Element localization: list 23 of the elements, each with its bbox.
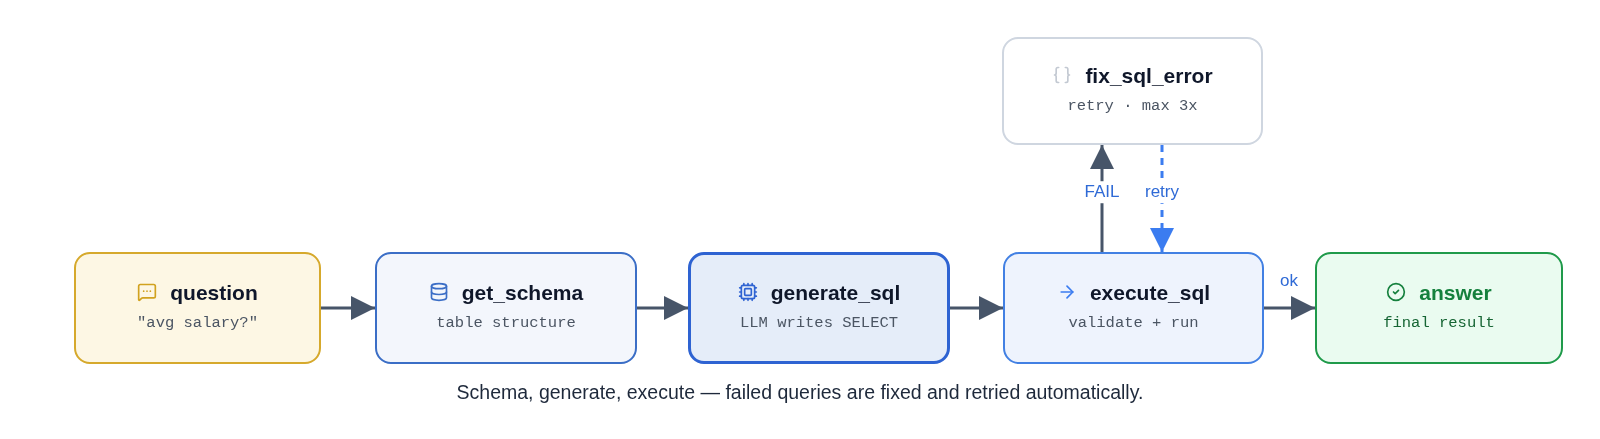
caption: Schema, generate, execute — failed queries are fixed and retried automatically. bbox=[456, 381, 1144, 403]
process-box bbox=[1315, 252, 1563, 364]
arrow bbox=[950, 296, 1003, 320]
node-subtitle: table structure bbox=[436, 313, 576, 333]
arrow bbox=[637, 296, 688, 320]
arrow bbox=[1264, 296, 1315, 320]
process-box bbox=[688, 252, 950, 364]
node-title: fix_sql_error bbox=[1085, 62, 1213, 88]
node-subtitle: final result bbox=[1383, 313, 1495, 333]
node-subtitle: validate + run bbox=[1068, 313, 1199, 333]
node-subtitle: "avg salary?" bbox=[137, 313, 258, 333]
node-title: execute_sql bbox=[1089, 279, 1211, 305]
node-subtitle: LLM writes SELECT bbox=[739, 313, 899, 333]
node-subtitle: retry · max 3x bbox=[1067, 96, 1198, 116]
node-title: question bbox=[170, 279, 258, 305]
process-box bbox=[375, 252, 637, 364]
node-title: answer bbox=[1419, 279, 1492, 305]
process-box bbox=[1002, 37, 1263, 145]
node-title: get_schema bbox=[461, 279, 584, 305]
process-box bbox=[74, 252, 321, 364]
process-box bbox=[1003, 252, 1264, 364]
arrow bbox=[321, 296, 375, 320]
node-title: generate_sql bbox=[770, 279, 901, 305]
